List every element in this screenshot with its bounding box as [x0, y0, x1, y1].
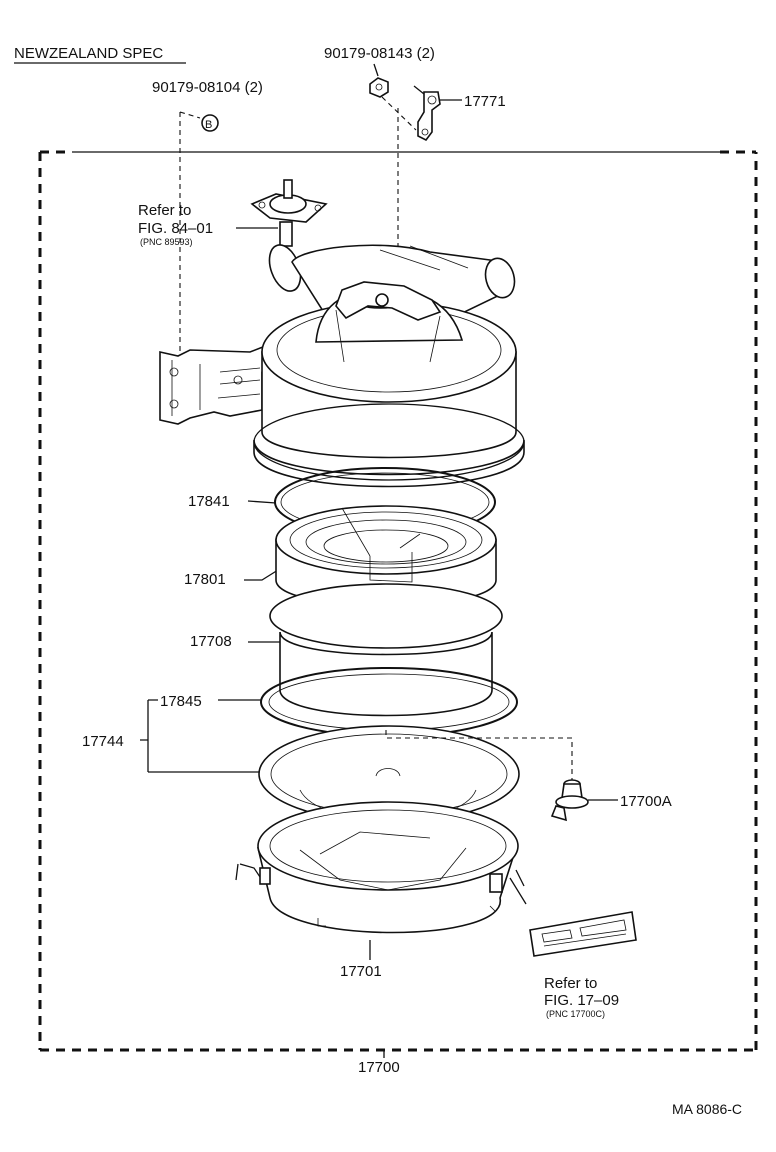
label-bracket-17771: 17771 — [464, 93, 506, 110]
ref-bottom-pnc: (PNC 17700C) — [546, 1009, 605, 1019]
label-element-17708: 17708 — [190, 633, 232, 650]
spec-title: NEWZEALAND SPEC — [14, 45, 163, 62]
element-17801-leader — [244, 569, 279, 581]
ring-17841-leader — [247, 500, 277, 504]
ref-top-pnc: (PNC 89593) — [140, 237, 193, 247]
label-element-17801: 17801 — [184, 571, 226, 588]
nut-dashed-path — [381, 96, 417, 270]
label-valve-17700A: 17700A — [620, 793, 672, 810]
cleaner-cap-housing — [253, 244, 525, 488]
ref-bottom-refer: Refer to — [544, 975, 597, 992]
tag-plate-17700C — [529, 911, 637, 957]
label-group-17744: 17744 — [82, 733, 124, 750]
bolt-8104-leader — [179, 111, 201, 400]
label-gasket-17845: 17845 — [160, 693, 202, 710]
label-nut-8143: 90179-08143 (2) — [324, 45, 435, 62]
ref-top-fig: FIG. 84–01 — [138, 220, 213, 237]
bolt-mark: B — [205, 119, 212, 131]
label-ring-17841: 17841 — [188, 493, 230, 510]
bracket-stud — [413, 85, 425, 95]
label-assembly-17700: 17700 — [358, 1059, 400, 1076]
vacuum-switch — [250, 179, 328, 292]
group-17744-bracket — [140, 699, 262, 773]
label-case-17701: 17701 — [340, 963, 382, 980]
assembly-boundary — [38, 150, 758, 1052]
valve-dashed-path — [385, 730, 573, 780]
bracket-hole-top — [427, 95, 437, 105]
valve-17700A — [550, 779, 589, 822]
ref-bottom-fig: FIG. 17–09 — [544, 992, 619, 1009]
nut-hex — [369, 77, 389, 98]
bracket-body — [417, 91, 441, 142]
ref-top-refer: Refer to — [138, 202, 191, 219]
case-17701 — [235, 801, 527, 934]
drawing-code: MA 8086-C — [672, 1101, 742, 1117]
element-17708 — [269, 583, 503, 717]
label-bolt-8104: 90179-08104 (2) — [152, 79, 263, 96]
mounting-bracket — [159, 343, 273, 425]
nut-leader — [373, 63, 379, 77]
bracket-hole-bottom — [421, 128, 429, 136]
nut-hole — [375, 83, 383, 91]
bolt-head — [201, 114, 219, 132]
